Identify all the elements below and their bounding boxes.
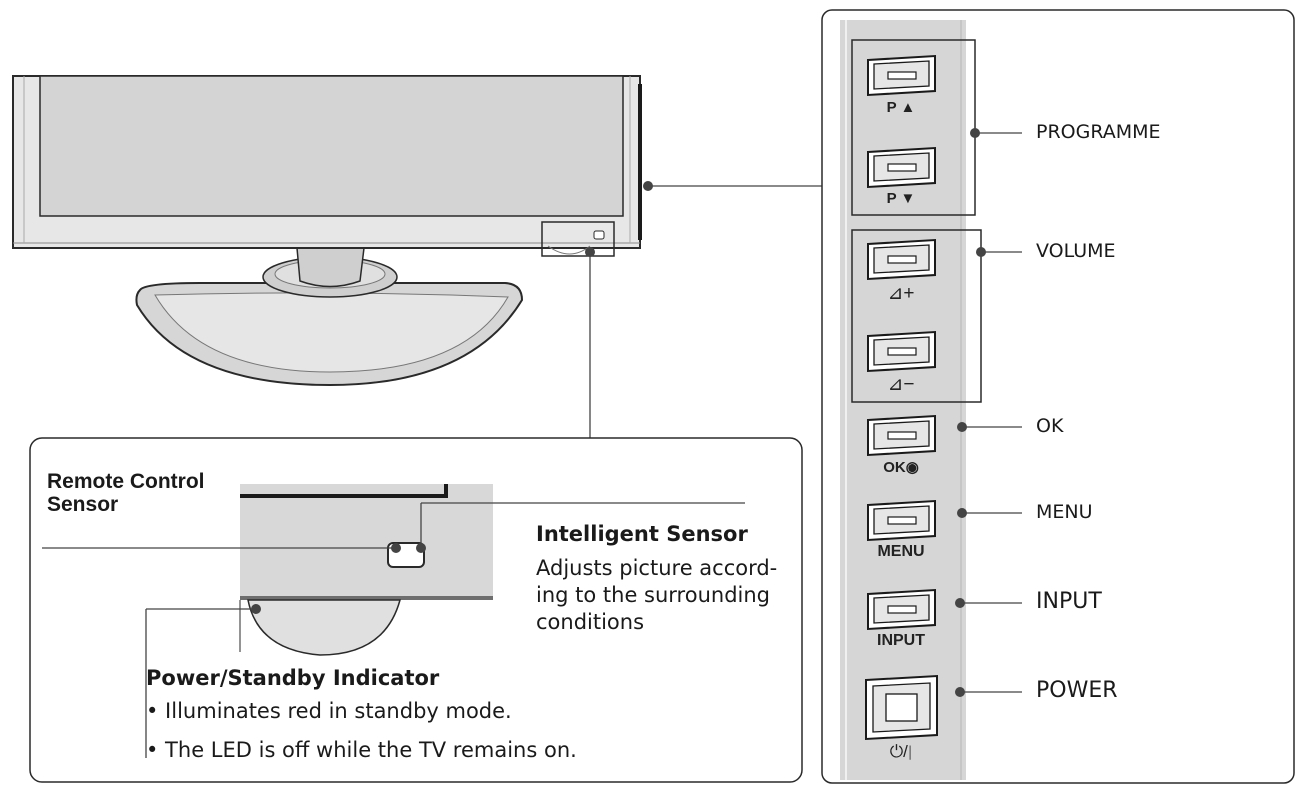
sensor-detail-panel (29, 437, 803, 783)
key-prog-up (867, 54, 936, 97)
intelligent-sensor-desc-3: conditions (536, 610, 645, 634)
side-control-panel (821, 9, 1295, 784)
intelligent-sensor-desc-1: Adjusts picture accord- (536, 556, 778, 580)
key-power (865, 674, 938, 741)
remote-sensor-title-line1: Remote Control (47, 470, 205, 493)
key-vol-up (867, 238, 936, 281)
caption-power: ⏻/∣ (889, 742, 913, 761)
key-ok (867, 414, 936, 457)
label-power: POWER (1036, 678, 1118, 703)
caption-input: INPUT (877, 632, 925, 649)
remote-sensor-title-line2: Sensor (47, 493, 119, 516)
caption-menu: MENU (877, 543, 925, 560)
label-ok: OK (1036, 415, 1064, 437)
label-input: INPUT (1036, 589, 1102, 614)
intelligent-sensor-desc-2: ing to the surrounding (536, 583, 771, 607)
tv-illustration (12, 75, 822, 438)
key-menu (867, 499, 936, 542)
label-programme: PROGRAMME (1036, 121, 1161, 143)
caption-prog-down: P ▼ (886, 190, 916, 207)
label-menu: MENU (1036, 501, 1093, 523)
caption-ok: OK◉ (883, 459, 919, 476)
power-indicator-title: Power/Standby Indicator (146, 666, 440, 690)
intelligent-sensor-title: Intelligent Sensor (536, 522, 748, 546)
key-vol-down (867, 330, 936, 373)
caption-prog-up: P ▲ (886, 99, 916, 116)
power-indicator-bullet-2: • The LED is off while the TV remains on… (146, 738, 577, 762)
caption-vol-up: ⊿+ (887, 283, 915, 304)
label-volume: VOLUME (1036, 240, 1116, 262)
key-input (867, 588, 936, 631)
caption-vol-down: ⊿− (887, 374, 915, 395)
key-prog-down (867, 146, 936, 189)
power-indicator-bullet-1: • Illuminates red in standby mode. (146, 699, 512, 723)
